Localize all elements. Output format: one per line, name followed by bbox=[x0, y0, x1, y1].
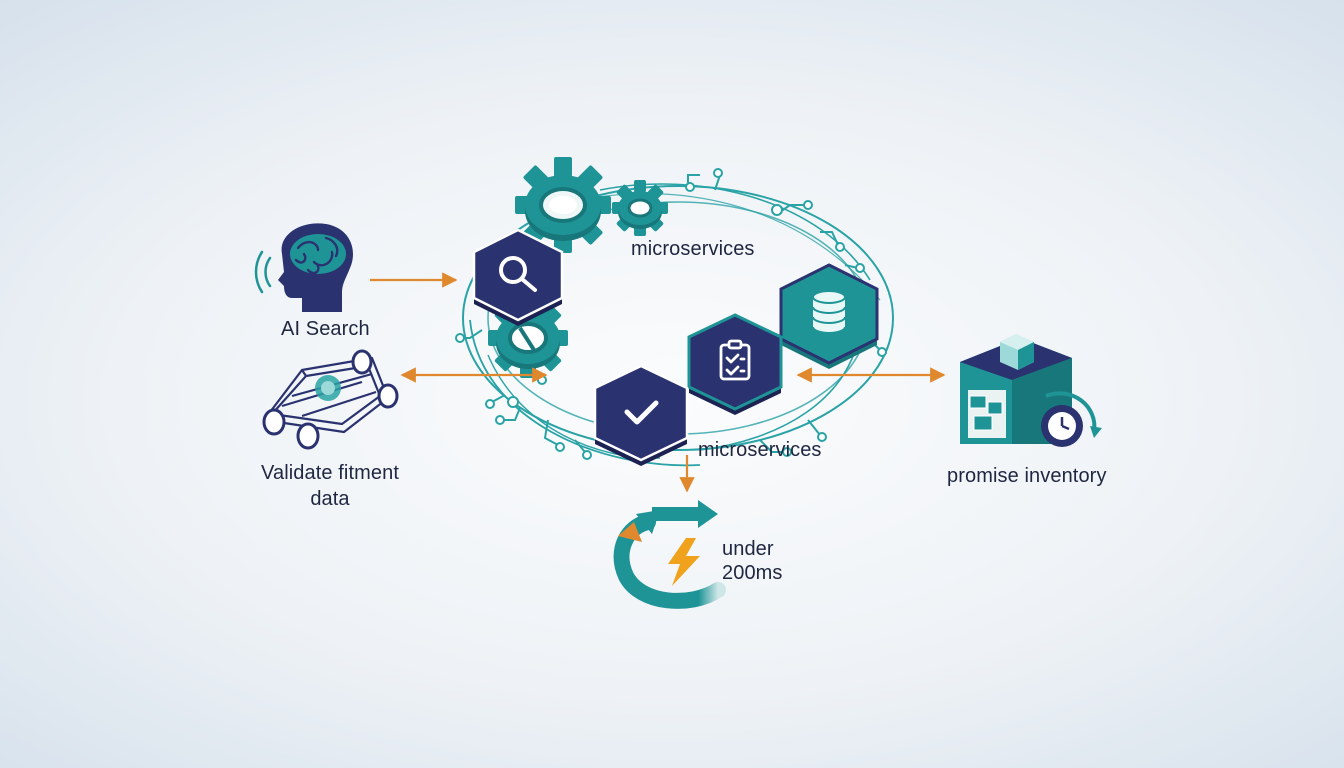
circuit-nodes bbox=[455, 168, 887, 460]
label-validate-line2: data bbox=[310, 488, 350, 510]
label-validate-fitment: Validate fitment data bbox=[230, 460, 430, 512]
refresh-bolt-icon bbox=[613, 500, 726, 609]
checkmark-hexagon bbox=[593, 364, 689, 466]
label-200ms: 200ms bbox=[722, 562, 783, 584]
label-microservices-bottom: microservices bbox=[698, 439, 822, 461]
checkmark-icon bbox=[624, 400, 659, 425]
gear-icon bbox=[612, 180, 668, 236]
gear-icon bbox=[488, 298, 568, 378]
label-ai-search: AI Search bbox=[281, 318, 370, 340]
search-icon bbox=[499, 256, 537, 292]
label-promise-inventory: promise inventory bbox=[947, 465, 1107, 487]
clipboard-hexagon bbox=[687, 313, 783, 415]
brain-head-icon bbox=[254, 223, 353, 312]
search-hexagon bbox=[472, 228, 564, 326]
clipboard-check-icon bbox=[719, 339, 751, 381]
database-icon bbox=[812, 290, 846, 334]
label-latency: under 200ms bbox=[722, 537, 783, 585]
clock-icon bbox=[1041, 391, 1102, 447]
flow-arrows bbox=[370, 272, 946, 493]
label-under: under bbox=[722, 538, 774, 560]
database-hexagon bbox=[779, 263, 879, 369]
gear-icon bbox=[515, 157, 611, 253]
label-validate-line1: Validate fitment bbox=[261, 462, 399, 484]
label-microservices-top: microservices bbox=[631, 238, 755, 260]
car-chassis-icon bbox=[262, 349, 399, 450]
